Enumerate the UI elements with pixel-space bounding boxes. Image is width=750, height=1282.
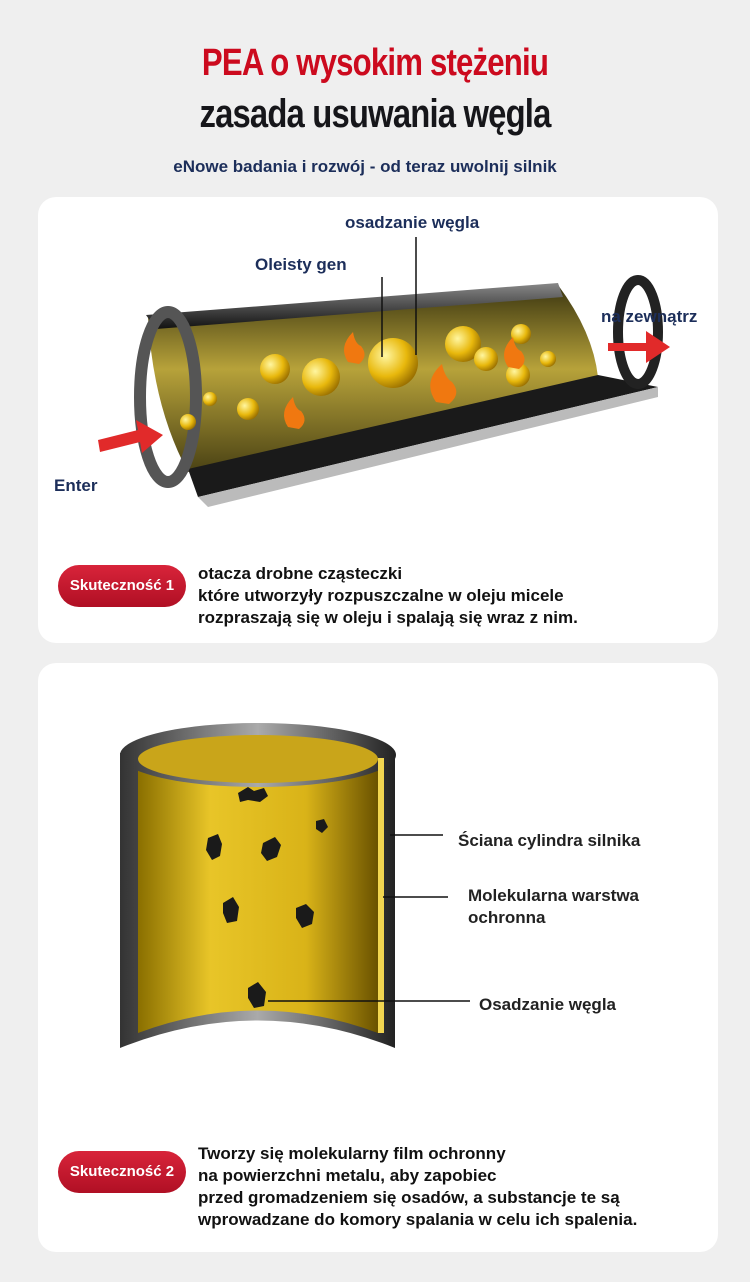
subtitle: eNowe badania i rozwój - od teraz uwolni…	[173, 157, 557, 176]
label-oily-gene: Oleisty gen	[255, 255, 347, 274]
label-enter: Enter	[54, 476, 98, 495]
flame-icons	[284, 332, 525, 429]
desc-line: otacza drobne cząsteczki	[198, 564, 403, 583]
label-outside: na zewnątrz	[601, 307, 698, 326]
label-protective-layer: Molekularna warstwa ochronna	[468, 886, 640, 927]
desc-line: wprowadzane do komory spalania w celu ic…	[198, 1210, 638, 1229]
label-cylinder-wall: Ściana cylindra silnika	[458, 831, 641, 850]
carbon-particles	[206, 787, 328, 1008]
label-carbon-deposit: Osadzanie węgla	[479, 995, 616, 1014]
micelle-card: osadzanie węgla Oleisty gen na zewnątrz …	[38, 197, 718, 643]
desc-line: przed gromadzeniem się osadów, a substan…	[198, 1188, 620, 1207]
effect-badge-2: Skuteczność 2	[58, 1151, 186, 1193]
desc-line: na powierzchni metalu, aby zapobiec	[198, 1166, 497, 1185]
effect-description-2: Tworzy się molekularny film ochronny na …	[198, 1143, 637, 1231]
title-line-1: PEA o wysokim stężeniu	[201, 42, 549, 84]
cylinder-illustration	[120, 723, 470, 1048]
desc-line: rozpraszają się w oleju i spalają się wr…	[198, 608, 578, 627]
pipe-illustration	[98, 237, 670, 507]
title-line-2: zasada usuwania węgla	[199, 92, 551, 136]
exit-arrow-icon	[608, 331, 670, 363]
enter-arrow-icon	[98, 420, 163, 453]
desc-line: Tworzy się molekularny film ochronny	[198, 1144, 506, 1163]
protective-film-card: Ściana cylindra silnika Molekularna wars…	[38, 663, 718, 1252]
micelle-bubbles	[180, 324, 556, 430]
desc-line: które utworzyły rozpuszczalne w oleju mi…	[198, 586, 564, 605]
effect-description-1: otacza drobne cząsteczki które utworzyły…	[198, 563, 578, 629]
effect-badge-1: Skuteczność 1	[58, 565, 186, 607]
label-carbon-deposit: osadzanie węgla	[345, 213, 480, 232]
